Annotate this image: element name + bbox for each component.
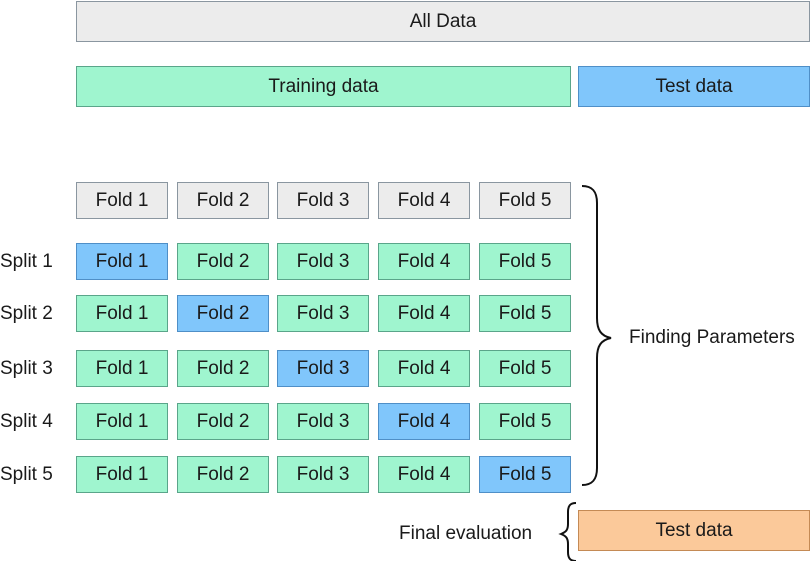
fold-label: Fold 4 bbox=[397, 463, 451, 485]
fold-label: Fold 2 bbox=[196, 302, 250, 324]
split-label: Split 5 bbox=[0, 464, 53, 485]
fold-label: Fold 2 bbox=[196, 250, 250, 272]
fold-label: Fold 1 bbox=[95, 357, 149, 379]
fold-label: Fold 1 bbox=[95, 302, 149, 324]
fold-label: Fold 4 bbox=[397, 410, 451, 432]
fold-header-label: Fold 2 bbox=[196, 189, 250, 211]
fold-header-label: Fold 3 bbox=[296, 189, 350, 211]
final-test-data-label: Test data bbox=[655, 519, 733, 541]
training-fold-cell: Fold 1 bbox=[76, 456, 168, 493]
training-fold-cell: Fold 5 bbox=[479, 403, 571, 440]
test-data-label: Test data bbox=[655, 75, 733, 97]
final-evaluation-label: Final evaluation bbox=[399, 523, 533, 544]
fold-header-1: Fold 1 bbox=[76, 182, 168, 219]
training-fold-cell: Fold 5 bbox=[479, 350, 571, 387]
fold-header-5: Fold 5 bbox=[479, 182, 571, 219]
training-fold-cell: Fold 4 bbox=[378, 350, 470, 387]
fold-label: Fold 3 bbox=[296, 410, 350, 432]
training-fold-cell: Fold 1 bbox=[76, 350, 168, 387]
final-evaluation-brace bbox=[558, 502, 577, 561]
fold-header-2: Fold 2 bbox=[177, 182, 269, 219]
validation-fold-cell: Fold 5 bbox=[479, 456, 571, 493]
fold-label: Fold 3 bbox=[296, 250, 350, 272]
fold-label: Fold 1 bbox=[95, 250, 149, 272]
fold-label: Fold 4 bbox=[397, 302, 451, 324]
fold-label: Fold 3 bbox=[296, 357, 350, 379]
fold-label: Fold 2 bbox=[196, 410, 250, 432]
training-fold-cell: Fold 2 bbox=[177, 403, 269, 440]
fold-label: Fold 5 bbox=[498, 410, 552, 432]
training-fold-cell: Fold 1 bbox=[76, 403, 168, 440]
training-data-bar: Training data bbox=[76, 66, 571, 107]
fold-header-label: Fold 5 bbox=[498, 189, 552, 211]
training-fold-cell: Fold 5 bbox=[479, 295, 571, 332]
training-data-label: Training data bbox=[268, 75, 379, 97]
fold-header-label: Fold 4 bbox=[397, 189, 451, 211]
finding-parameters-brace bbox=[581, 185, 612, 486]
fold-label: Fold 1 bbox=[95, 463, 149, 485]
training-fold-cell: Fold 2 bbox=[177, 350, 269, 387]
fold-label: Fold 5 bbox=[498, 250, 552, 272]
fold-label: Fold 1 bbox=[95, 410, 149, 432]
training-fold-cell: Fold 4 bbox=[378, 295, 470, 332]
all-data-label: All Data bbox=[409, 10, 477, 32]
training-fold-cell: Fold 3 bbox=[277, 456, 369, 493]
fold-label: Fold 2 bbox=[196, 463, 250, 485]
training-fold-cell: Fold 2 bbox=[177, 243, 269, 280]
split-label: Split 4 bbox=[0, 411, 53, 432]
validation-fold-cell: Fold 4 bbox=[378, 403, 470, 440]
training-fold-cell: Fold 4 bbox=[378, 456, 470, 493]
fold-label: Fold 3 bbox=[296, 463, 350, 485]
all-data-bar: All Data bbox=[76, 1, 810, 42]
final-test-data-bar: Test data bbox=[578, 510, 810, 551]
split-label: Split 1 bbox=[0, 251, 53, 272]
training-fold-cell: Fold 3 bbox=[277, 243, 369, 280]
training-fold-cell: Fold 3 bbox=[277, 403, 369, 440]
split-label: Split 3 bbox=[0, 358, 53, 379]
split-label: Split 2 bbox=[0, 303, 53, 324]
training-fold-cell: Fold 1 bbox=[76, 295, 168, 332]
fold-label: Fold 5 bbox=[498, 302, 552, 324]
validation-fold-cell: Fold 3 bbox=[277, 350, 369, 387]
validation-fold-cell: Fold 2 bbox=[177, 295, 269, 332]
fold-label: Fold 3 bbox=[296, 302, 350, 324]
fold-header-4: Fold 4 bbox=[378, 182, 470, 219]
fold-label: Fold 5 bbox=[498, 357, 552, 379]
training-fold-cell: Fold 4 bbox=[378, 243, 470, 280]
fold-header-label: Fold 1 bbox=[95, 189, 149, 211]
training-fold-cell: Fold 5 bbox=[479, 243, 571, 280]
fold-header-3: Fold 3 bbox=[277, 182, 369, 219]
finding-parameters-label: Finding Parameters bbox=[629, 327, 795, 348]
fold-label: Fold 4 bbox=[397, 250, 451, 272]
test-data-bar: Test data bbox=[578, 66, 810, 107]
fold-label: Fold 4 bbox=[397, 357, 451, 379]
fold-label: Fold 2 bbox=[196, 357, 250, 379]
training-fold-cell: Fold 3 bbox=[277, 295, 369, 332]
training-fold-cell: Fold 2 bbox=[177, 456, 269, 493]
fold-label: Fold 5 bbox=[498, 463, 552, 485]
validation-fold-cell: Fold 1 bbox=[76, 243, 168, 280]
